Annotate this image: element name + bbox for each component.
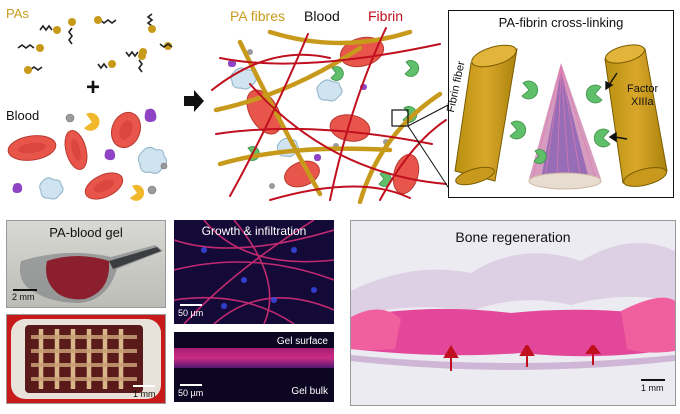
growth-infiltration-image: Growth & infiltration 50 µm [174, 220, 334, 324]
plus-sign: + [86, 74, 101, 101]
fluorescence-cells-illustration [174, 220, 334, 324]
inset-title: PA-fibrin cross-linking [498, 15, 624, 30]
gel-surface-layer [174, 348, 334, 368]
factor-label-line2: XIIIa [631, 96, 654, 108]
printed-lattice-illustration [11, 319, 161, 399]
pas-blood-panel: PAs + Blood [0, 0, 180, 205]
factor-label-line1: Factor [627, 83, 659, 95]
pas-label: PAs [6, 6, 29, 21]
growth-title: Growth & infiltration [201, 224, 307, 238]
fibrin-label: Fibrin [368, 8, 404, 24]
gel-section-image: Gel surface Gel bulk 50 µm [174, 332, 334, 402]
process-arrow-icon [184, 90, 204, 112]
crosslinking-inset: PA-fibrin cross-linking [445, 10, 674, 198]
fibre-network-illustration [211, 27, 447, 204]
bone-scale-bar [641, 379, 665, 381]
gel-surface-label: Gel surface [276, 336, 328, 347]
gel-section-scale-bar [180, 384, 202, 386]
zoom-connector-lines [407, 103, 451, 191]
bone-regeneration-title: Bone regeneration [455, 229, 571, 245]
regeneration-arrows-icon [443, 345, 601, 371]
blood-label-left: Blood [6, 108, 40, 123]
blood-label-middle: Blood [304, 8, 340, 24]
bone-scale-text: 1 mm [641, 383, 664, 393]
pa-blood-gel-scale-bar [13, 289, 37, 291]
growth-scale-text: 50 µm [178, 308, 204, 318]
histology-section-illustration [351, 243, 675, 370]
gel-section-scale-text: 50 µm [178, 388, 204, 398]
growth-scale-bar [180, 304, 202, 306]
pa-fibres-label: PA fibres [230, 8, 285, 24]
pa-fibrin-network-panel: PA fibres Blood Fibrin [210, 0, 450, 205]
printed-gel-scale-bar [133, 385, 155, 387]
pa-blood-gel-scale-text: 2 mm [12, 292, 35, 302]
printed-gel-scale-text: 1 mm [133, 389, 156, 399]
blood-cells-illustration [7, 108, 168, 201]
printed-gel-photo: 1 mm [6, 314, 166, 404]
pa-blood-gel-photo: PA-blood gel 2 mm [6, 220, 166, 308]
crosslinking-illustration [454, 44, 668, 190]
gel-on-spatula-illustration [19, 245, 163, 303]
gel-bulk-label: Gel bulk [291, 386, 328, 397]
pa-blood-gel-title: PA-blood gel [49, 225, 123, 240]
bone-regeneration-image: Bone regeneration 1 mm [350, 220, 676, 406]
peptide-amphiphiles-illustration [17, 13, 173, 74]
